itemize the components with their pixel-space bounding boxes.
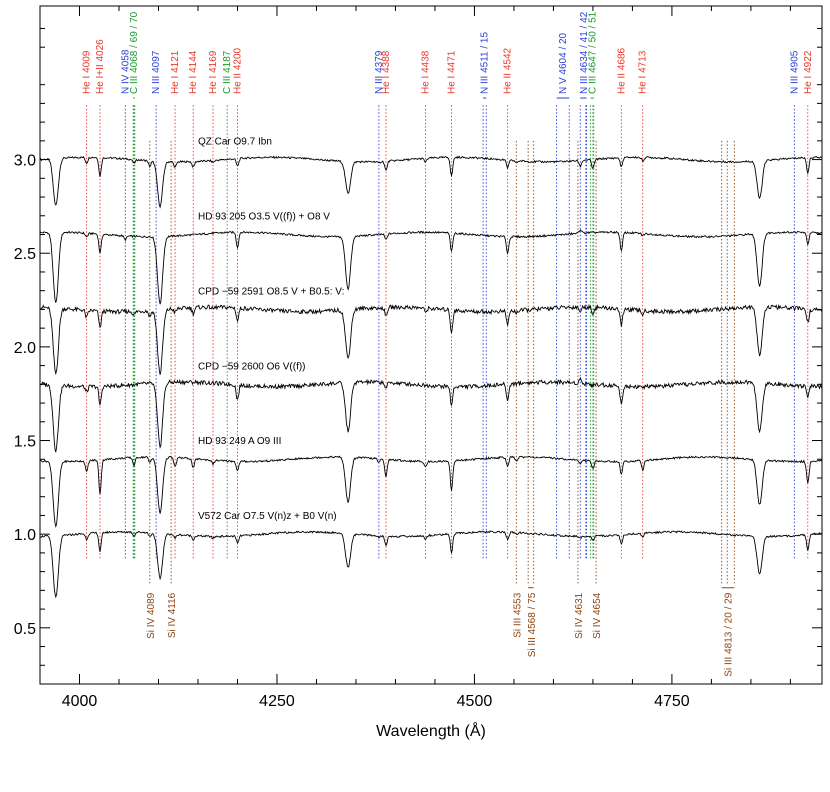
x-tick-label: 4250 xyxy=(259,693,295,710)
x-axis-label: Wavelength (Å) xyxy=(376,721,486,740)
line-labels: QZ Car O9.7 Ibn HD 93 205 O3.5 V((f)) + O… xyxy=(82,11,814,676)
spectrum-line xyxy=(39,376,823,453)
axes: 4000 4250 4500 4750 0.5 1.0 1.5 2.0 2.5 3.0 xyxy=(14,5,823,710)
line-label: N III 4511 / 15 xyxy=(480,32,491,95)
y-tick-label: 1.5 xyxy=(14,434,36,451)
line-label: C III 4647 / 50 / 51 xyxy=(587,11,598,94)
line-label: N III 4379 xyxy=(374,50,385,94)
line-label: He I 4438 xyxy=(420,50,431,94)
line-label: He I 4009 xyxy=(82,50,93,94)
line-label: N V 4604 / 20 xyxy=(558,32,569,94)
line-label: He I 4713 xyxy=(638,50,649,94)
line-label: He II 4200 xyxy=(232,47,243,94)
y-tick-label: 3.0 xyxy=(14,153,36,170)
line-label: He I 4169 xyxy=(208,50,219,94)
series-label: HD 93 249 A O9 III xyxy=(198,436,281,447)
spectrum-line xyxy=(39,229,823,305)
si-line-label: Si IV 4089 xyxy=(146,592,157,639)
y-tick-label: 2.0 xyxy=(14,340,36,357)
line-label: He I+II 4026 xyxy=(95,39,106,94)
line-label: He I 4121 xyxy=(170,50,181,94)
series-label: CPD −59 2600 O6 V((f)) xyxy=(198,361,306,372)
si-line-label: Si IV 4631 xyxy=(574,592,585,639)
spectrum-line xyxy=(39,155,823,209)
plot-frame xyxy=(39,5,823,685)
line-label: N III 4905 xyxy=(789,50,800,94)
series-label: V572 Car O7.5 V(n)z + B0 V(n) xyxy=(198,511,337,522)
si-line-label: Si III 4553 xyxy=(512,592,523,637)
line-label: He I 4922 xyxy=(803,50,814,94)
line-guides xyxy=(86,97,809,589)
y-tick-label: 2.5 xyxy=(14,246,36,263)
line-label: He I 4388 xyxy=(381,50,392,94)
line-label: N III 4634 / 41 / 42 xyxy=(579,11,590,94)
spectrum-line xyxy=(39,530,823,599)
line-label: N IV 4058 xyxy=(120,49,131,94)
x-tick-label: 4500 xyxy=(457,693,493,710)
y-tick-label: 1.0 xyxy=(14,527,36,544)
si-line-label: Si IV 4654 xyxy=(592,592,603,639)
series-label: CPD −59 2591 O8.5 V + B0.5: V: xyxy=(198,286,344,297)
spectrum-line xyxy=(39,303,823,376)
y-tick-label: 0.5 xyxy=(14,621,36,638)
line-label: N III 4097 xyxy=(151,50,162,94)
spectrum-line xyxy=(39,455,823,529)
line-label: C III 4068 / 69 / 70 xyxy=(129,11,140,94)
si-line-label: Si IV 4116 xyxy=(167,592,178,638)
si-line-label: Si III 4568 / 75 xyxy=(527,592,538,657)
line-label: He II 4542 xyxy=(503,47,514,94)
line-label: C III 4187 xyxy=(222,50,233,94)
line-label: He I 4144 xyxy=(188,50,199,94)
series-label: HD 93 205 O3.5 V((f)) + O8 V xyxy=(198,211,330,222)
spectra-traces xyxy=(39,155,823,599)
si-line-label: Si III 4813 / 20 / 29 xyxy=(724,592,735,676)
line-label: He II 4686 xyxy=(616,47,627,94)
line-label: He I 4471 xyxy=(447,50,458,94)
x-tick-label: 4750 xyxy=(654,693,690,710)
x-tick-label: 4000 xyxy=(62,693,98,710)
series-label: QZ Car O9.7 Ibn xyxy=(198,137,272,148)
